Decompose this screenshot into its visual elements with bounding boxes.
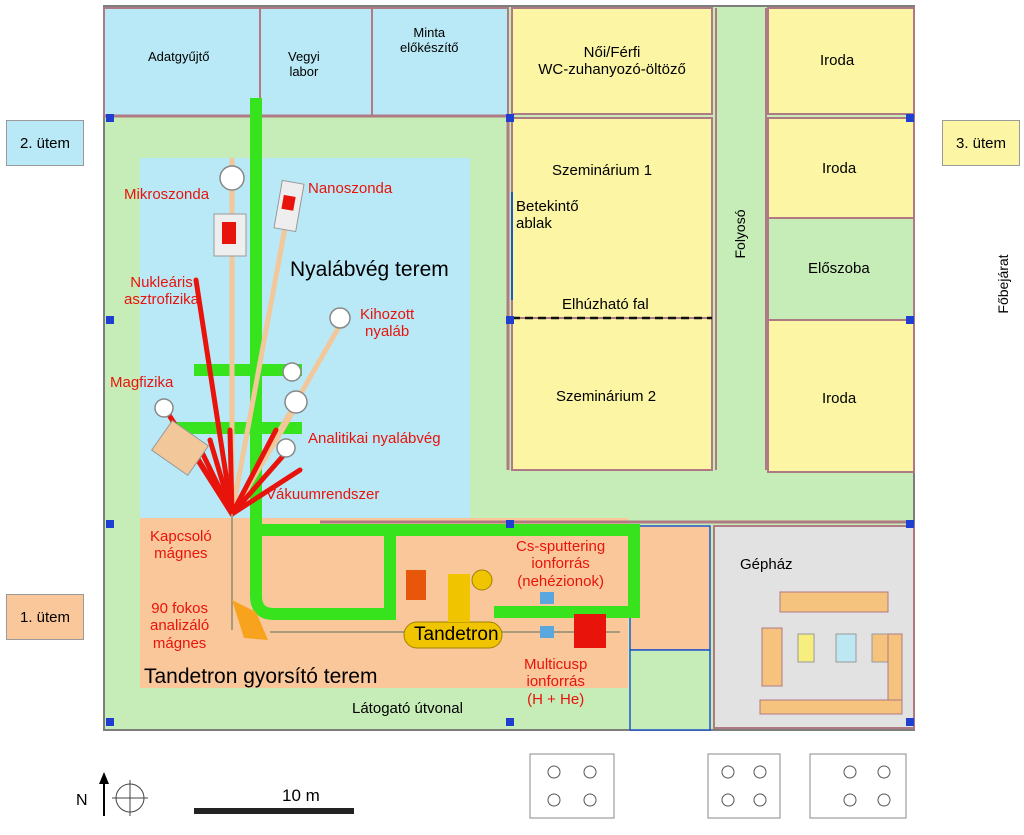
north-label: N: [76, 792, 88, 809]
room-label-corridor: Folyosó: [732, 209, 748, 259]
room-label-sliding-wall: Elhúzható fal: [562, 296, 649, 313]
room-label-office-top: Iroda: [820, 52, 855, 69]
service-room: [629, 649, 711, 731]
label-analytical: Analitikai nyalábvég: [308, 430, 441, 447]
phase-1-label: 1. ütem: [6, 594, 84, 640]
room-label-data-collector: Adatgyűjtő: [148, 49, 210, 64]
phase-2-label: 2. ütem: [6, 120, 84, 166]
room-label-main-entrance: Főbejárat: [995, 254, 1011, 314]
room-label-seminar-2: Szeminárium 2: [556, 388, 657, 405]
room-label-office-mid: Iroda: [822, 160, 857, 177]
phase-3-label: 3. ütem: [942, 120, 1020, 166]
label-analyzing-magnet: 90 fokos analizáló mágnes: [150, 600, 210, 652]
room-label-sample-prep: Minta előkészítő: [400, 25, 459, 55]
room-label-office-low: Iroda: [822, 390, 857, 407]
room-label-chem-lab: Vegyi labor: [288, 49, 320, 79]
label-nuclear-astro: Nukleáris asztrofizika: [124, 274, 200, 309]
compass-icon: [99, 772, 148, 816]
room-label-viewing-window: Betekintő ablak: [516, 198, 579, 233]
label-multicusp: Multicusp ionforrás (H + He): [524, 656, 588, 708]
label-vacuum: Vákuumrendszer: [266, 486, 380, 503]
scale-bar: [194, 808, 354, 814]
utility-pipe: [170, 98, 640, 620]
beamlines: [159, 157, 347, 517]
room-label-wc: Női/Férfi WC-zuhanyozó-öltöző: [538, 44, 686, 79]
label-cs-source: Cs-sputtering ionforrás (nehézionok): [516, 538, 606, 590]
room-sample-prep: [371, 7, 509, 117]
control-room: [629, 525, 711, 651]
room-seminar-2: [511, 317, 713, 471]
label-extracted-beam: Kihozott nyaláb: [360, 306, 415, 341]
corridor: [716, 8, 764, 518]
room-label-visitor-route: Látogató útvonal: [352, 700, 463, 717]
room-office-top: [767, 7, 915, 115]
room-label-lobby: Előszoba: [808, 260, 870, 277]
room-label-beam-hall: Nyalábvég terem: [290, 258, 449, 281]
room-label-machine-room: Gépház: [740, 556, 793, 573]
label-nuclear-physics: Magfizika: [110, 374, 174, 391]
analyzing-magnet: [232, 600, 268, 640]
room-wc: [511, 7, 713, 115]
room-office-low: [767, 319, 915, 473]
room-chem-lab: [259, 7, 373, 117]
label-nanoprobe: Nanoszonda: [308, 180, 393, 197]
room-label-accelerator-hall: Tandetron gyorsító terem: [144, 665, 378, 688]
label-tandetron: Tandetron: [414, 624, 499, 645]
room-data-collector: [103, 7, 261, 117]
label-microprobe: Mikroszonda: [124, 186, 210, 203]
machine-room: [713, 525, 915, 729]
room-label-seminar-1: Szeminárium 1: [552, 162, 653, 179]
room-lobby: [767, 217, 915, 321]
scale-label: 10 m: [282, 786, 320, 805]
label-switching-magnet: Kapcsoló mágnes: [150, 528, 212, 563]
